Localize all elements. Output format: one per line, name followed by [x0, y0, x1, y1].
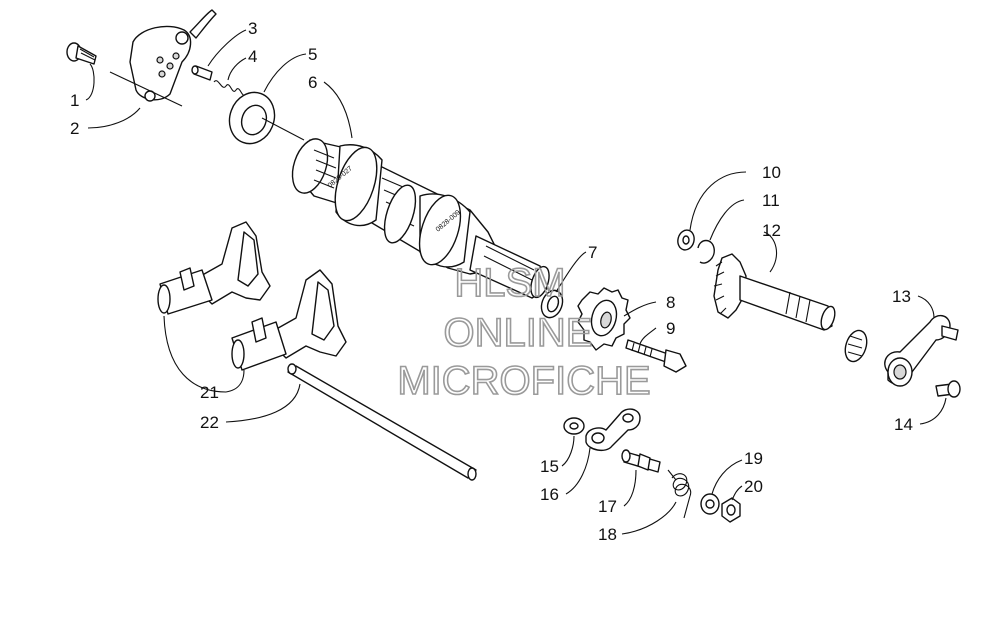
callout-19: 19 — [744, 449, 763, 468]
needle-bearing — [844, 329, 868, 363]
part-22-fork-shaft — [287, 363, 477, 481]
watermark-line-2: ONLINE — [444, 311, 593, 355]
callout-18: 18 — [598, 525, 617, 544]
part-20-nut — [721, 497, 741, 523]
part-14-bolt — [935, 380, 961, 398]
part-12-shift-shaft — [713, 253, 836, 331]
callout-9: 9 — [666, 319, 675, 338]
callout-16: 16 — [540, 485, 559, 504]
watermark-line-1: HLSM — [454, 261, 565, 305]
callout-22: 22 — [200, 413, 219, 432]
callout-numbers: 1 2 3 4 5 6 7 8 9 10 11 12 13 14 15 16 1… — [70, 19, 913, 544]
callout-2: 2 — [70, 119, 79, 138]
part-11-circlip — [697, 239, 715, 264]
callout-10: 10 — [762, 163, 781, 182]
part-4-spring — [213, 80, 247, 96]
callout-21: 21 — [200, 383, 219, 402]
callout-1: 1 — [70, 91, 79, 110]
callout-17: 17 — [598, 497, 617, 516]
part-21-shift-forks — [157, 221, 347, 371]
callout-5: 5 — [308, 45, 317, 64]
part-13-shift-arm — [884, 315, 959, 387]
callout-14: 14 — [894, 415, 913, 434]
part-1-bolt — [66, 42, 97, 65]
callout-6: 6 — [308, 73, 317, 92]
callout-20: 20 — [744, 477, 763, 496]
part-5-washer — [228, 91, 276, 145]
part-16-stopper-lever — [585, 408, 641, 452]
part-9-bolt — [625, 339, 687, 373]
part-19-washer — [700, 493, 720, 515]
callout-8: 8 — [666, 293, 675, 312]
part-6-shift-drum: 0828-027 0828-009 — [261, 117, 550, 299]
part-8-gear — [577, 287, 631, 351]
callout-12: 12 — [762, 221, 781, 240]
callout-11: 11 — [762, 191, 780, 210]
watermark: HLSM ONLINE MICROFICHE — [397, 260, 652, 404]
part-10-washer — [677, 229, 695, 251]
callout-7: 7 — [588, 243, 597, 262]
part-18-torsion-spring — [667, 469, 692, 519]
leader-lines — [85, 29, 947, 535]
part-3-pin — [191, 65, 213, 81]
part-2-sensor-plate — [109, 9, 217, 107]
watermark-line-3: MICROFICHE — [397, 359, 650, 403]
part-15-washer — [563, 417, 585, 435]
callout-3: 3 — [248, 19, 257, 38]
callout-4: 4 — [248, 47, 257, 66]
callout-13: 13 — [892, 287, 911, 306]
part-17-shoulder-bolt — [621, 449, 661, 473]
callout-15: 15 — [540, 457, 559, 476]
